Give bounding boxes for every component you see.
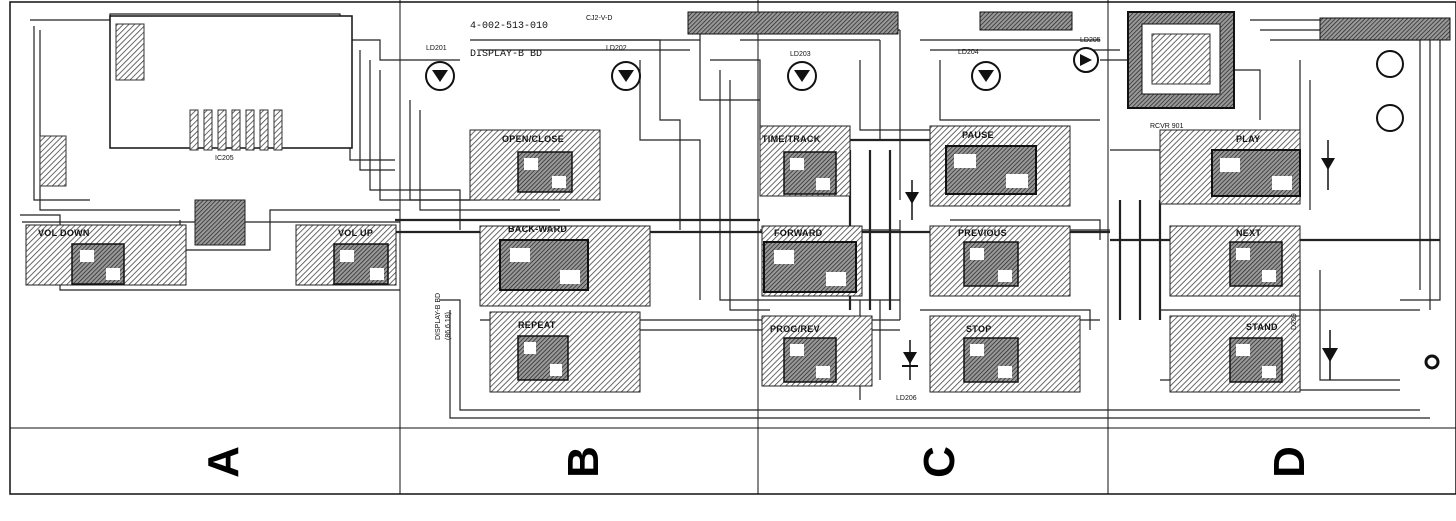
stop-label: STOP — [966, 324, 992, 334]
zone-label-b: B — [559, 446, 608, 478]
svg-text:A: A — [199, 446, 248, 478]
led-ld205: LD205 — [1073, 37, 1101, 73]
previous-label: PREVIOUS — [958, 228, 1007, 238]
open-close-button[interactable] — [517, 151, 573, 193]
svg-text:DISPLAY-B BD: DISPLAY-B BD — [435, 293, 442, 340]
led-ld204: LD204 — [958, 49, 1001, 91]
ic205-chip — [194, 199, 246, 246]
d209-label: D209 — [1291, 313, 1298, 330]
zone-label-d: D — [1265, 446, 1314, 478]
right-diodes — [905, 140, 1338, 380]
display-module-pins — [189, 109, 283, 151]
display-module-pad — [115, 23, 145, 81]
standby-button[interactable] — [1229, 337, 1283, 383]
connector-label: CJ2-V-D — [586, 15, 612, 22]
svg-text:LD201: LD201 — [426, 45, 447, 52]
right-capacitors — [1376, 50, 1404, 132]
zone-label-a: A — [199, 446, 248, 478]
forward-button[interactable] — [763, 241, 857, 293]
standby-label: STAND — [1246, 322, 1278, 332]
pause-button[interactable] — [945, 145, 1037, 195]
svg-text:LD202: LD202 — [606, 45, 627, 52]
play-label: PLAY — [1236, 134, 1260, 144]
svg-text:B: B — [559, 446, 608, 478]
svg-text:LD204: LD204 — [958, 49, 979, 56]
left-connector — [39, 135, 67, 187]
mounting-hole — [1424, 354, 1440, 370]
svg-text:RCVR 901: RCVR 901 — [1150, 123, 1184, 130]
next-button[interactable] — [1229, 241, 1283, 287]
repeat-label: REPEAT — [518, 320, 556, 330]
svg-text:LD205: LD205 — [1080, 37, 1101, 44]
vol-down-label: VOL DOWN — [38, 228, 90, 238]
part-number: 4-002-513-010 — [470, 21, 548, 32]
display-module-outline — [109, 15, 353, 149]
display-board-label: DISPLAY-B BD — [470, 49, 542, 60]
led-ld206: LD206 — [896, 340, 918, 402]
pause-label: PAUSE — [962, 130, 994, 140]
top-connector-right — [1319, 17, 1451, 41]
zone-label-c: C — [915, 446, 964, 478]
prog-rev-button[interactable] — [783, 337, 837, 383]
led-ld201: LD201 — [425, 45, 455, 91]
svg-text:D: D — [1265, 446, 1314, 478]
top-connector-c — [687, 11, 899, 35]
backward-label: BACK-WARD — [508, 224, 567, 234]
remote-receiver: RCVR 901 — [1127, 11, 1235, 130]
vertical-stamp: DISPLAY-B BD (86.6.18) — [435, 293, 452, 340]
backward-button[interactable] — [499, 239, 589, 291]
next-label: NEXT — [1236, 228, 1261, 238]
svg-text:C: C — [915, 446, 964, 478]
prog-rev-label: PROG/REV — [770, 324, 820, 334]
svg-text:LD203: LD203 — [790, 51, 811, 58]
repeat-button[interactable] — [517, 335, 569, 381]
board-outline — [9, 1, 1456, 495]
led-ld202: LD202 — [606, 45, 641, 91]
play-button[interactable] — [1211, 149, 1301, 197]
top-connector-d — [979, 11, 1073, 31]
led-ld203: LD203 — [787, 51, 817, 91]
ic205-label: IC205 — [215, 155, 234, 162]
forward-label: FORWARD — [774, 228, 823, 238]
svg-text:LD206: LD206 — [896, 395, 917, 402]
vol-up-button[interactable] — [333, 243, 389, 285]
stop-button[interactable] — [963, 337, 1019, 383]
time-track-label: TIME/TRACK — [762, 134, 821, 144]
svg-text:(86.6.18): (86.6.18) — [445, 312, 452, 340]
time-track-button[interactable] — [783, 151, 837, 195]
open-close-label: OPEN/CLOSE — [502, 134, 564, 144]
vol-up-label: VOL UP — [338, 228, 373, 238]
previous-button[interactable] — [963, 241, 1019, 287]
vol-down-button[interactable] — [71, 243, 125, 285]
